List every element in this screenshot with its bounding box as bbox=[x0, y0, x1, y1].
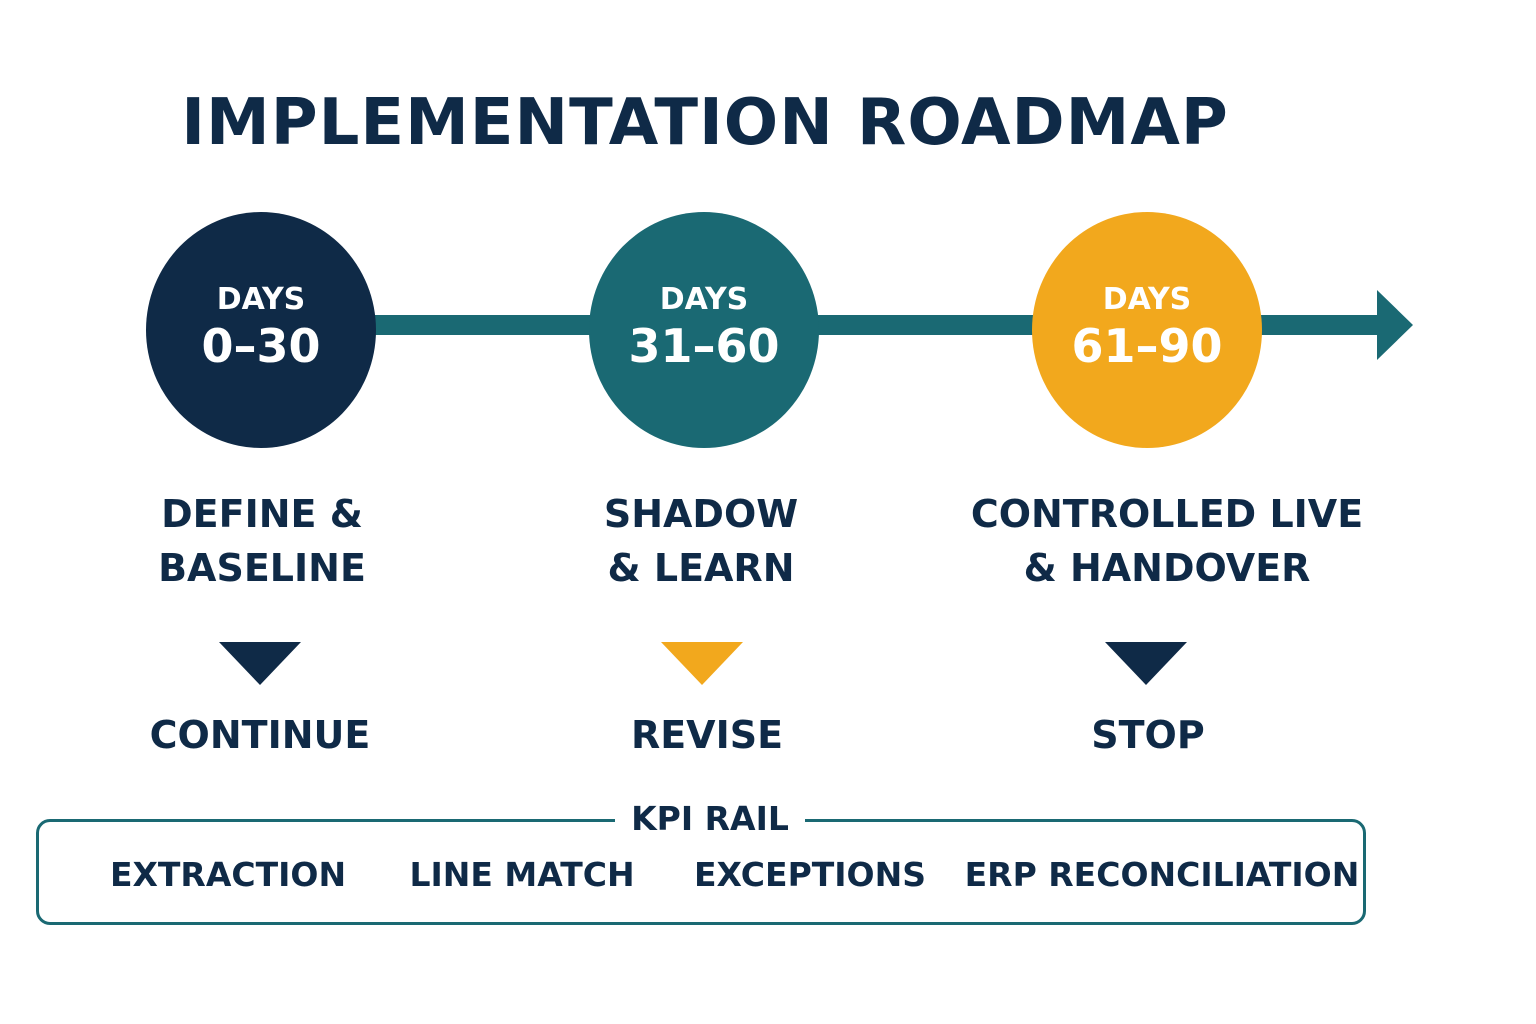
phase-3-circle: DAYS 61–90 bbox=[1032, 212, 1262, 448]
phase-2-decision-marker-icon bbox=[661, 642, 743, 685]
phase-1-days-label: DAYS bbox=[216, 282, 306, 317]
kpi-item-line-match: LINE MATCH bbox=[409, 855, 635, 894]
phase-3-name-line-1: CONTROLLED LIVE bbox=[970, 492, 1364, 536]
timeline-arrow-icon bbox=[1377, 290, 1413, 360]
phase-1-name-line-1: DEFINE & bbox=[161, 492, 363, 536]
phase-1-days-range: 0–30 bbox=[201, 319, 321, 373]
phase-2-days-label: DAYS bbox=[659, 282, 749, 317]
phase-1-decision: CONTINUE bbox=[149, 713, 371, 757]
phase-2-name-line-1: SHADOW bbox=[603, 492, 799, 536]
phase-3-decision: STOP bbox=[1091, 713, 1205, 757]
kpi-rail-title: KPI RAIL bbox=[615, 796, 805, 842]
phase-2-decision: REVISE bbox=[630, 713, 784, 757]
phase-1-decision-marker-icon bbox=[219, 642, 301, 685]
phase-3-name: CONTROLLED LIVE & HANDOVER bbox=[947, 487, 1387, 595]
phase-1-name-line-2: BASELINE bbox=[158, 546, 366, 590]
kpi-item-erp-reconciliation: ERP RECONCILIATION bbox=[964, 855, 1360, 894]
phase-1-name: DEFINE & BASELINE bbox=[42, 487, 482, 595]
phase-2-name: SHADOW & LEARN bbox=[481, 487, 921, 595]
phase-3-days-label: DAYS bbox=[1102, 282, 1192, 317]
page-title: IMPLEMENTATION ROADMAP bbox=[181, 86, 1229, 160]
phase-2-name-line-2: & LEARN bbox=[607, 546, 795, 590]
phase-3-decision-marker-icon bbox=[1105, 642, 1187, 685]
phase-3-name-line-2: & HANDOVER bbox=[1023, 546, 1311, 590]
phase-1-circle: DAYS 0–30 bbox=[146, 212, 376, 448]
phase-3-days-range: 61–90 bbox=[1071, 319, 1223, 373]
kpi-item-exceptions: EXCEPTIONS bbox=[694, 855, 926, 894]
kpi-item-extraction: EXTRACTION bbox=[109, 855, 347, 894]
phase-2-days-range: 31–60 bbox=[628, 319, 780, 373]
phase-2-circle: DAYS 31–60 bbox=[589, 212, 819, 448]
